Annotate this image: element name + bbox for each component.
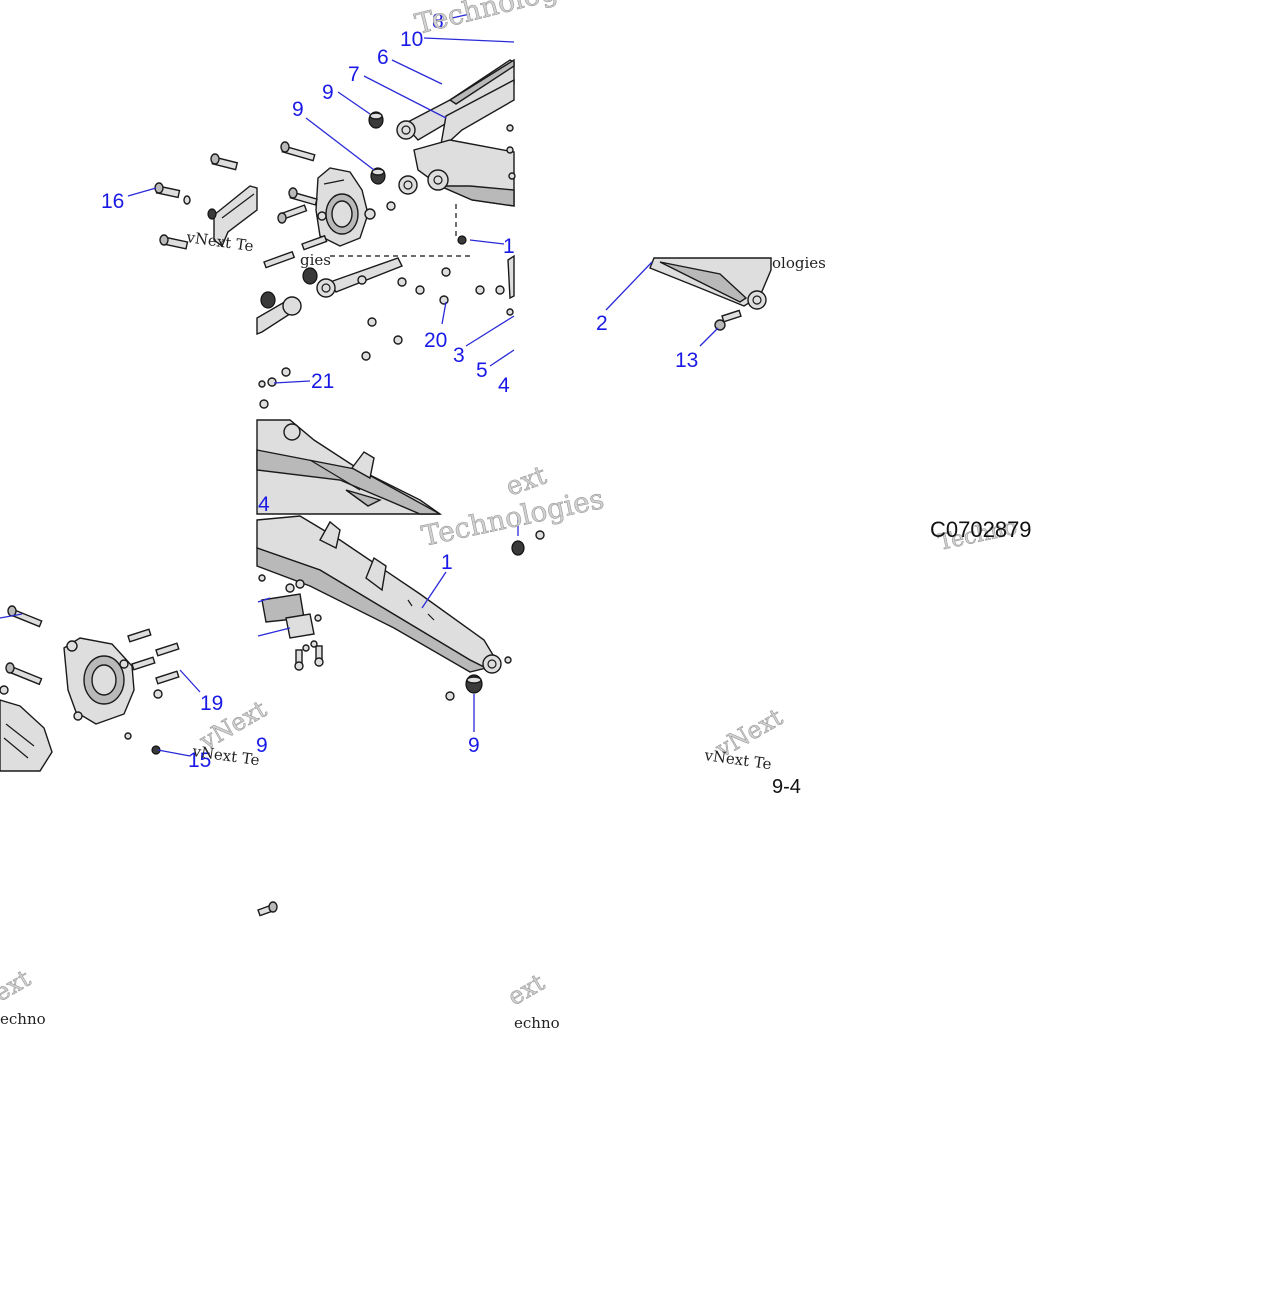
tile-center (256, 250, 515, 515)
bushing-9-bottom (445, 656, 512, 701)
stray-bolt (257, 901, 278, 917)
short-bolts (124, 628, 180, 755)
callout-19: 19 (200, 692, 223, 715)
watermark-ext-bc: ext (503, 968, 550, 1011)
watermark-gies: gies (300, 251, 331, 269)
watermark-technologies-top: Technologies (412, 0, 600, 41)
page-reference: 9-4 (772, 776, 801, 798)
callout-7: 7 (348, 63, 360, 86)
callout-numbers: 8 10 6 7 9 9 16 1 20 3 5 4 21 2 13 4 1 1… (101, 10, 698, 772)
bolt-lower (159, 234, 189, 250)
bolt-13 (714, 309, 742, 331)
diagram-code: C0702879 (930, 517, 1032, 542)
callout-20: 20 (424, 329, 447, 352)
long-bolt-upper (7, 605, 43, 628)
small-bolts (258, 574, 324, 671)
long-bolt-lower (5, 662, 43, 686)
callout-21: 21 (311, 370, 334, 393)
callout-4-left: 4 (258, 493, 270, 516)
toe-link (316, 257, 403, 298)
skid-block (261, 579, 322, 639)
tile-top-center (277, 58, 516, 257)
callout-13: 13 (675, 349, 698, 372)
upper-control-arm (396, 58, 515, 152)
callout-1-arm: 1 (441, 551, 453, 574)
callout-9-bottom: 9 (468, 734, 480, 757)
tile-bottom-left (0, 605, 180, 772)
watermark-vnext-topleft: vNext Te (184, 228, 254, 255)
bearing-carrier (315, 167, 376, 247)
callout-16: 16 (101, 190, 124, 213)
callout-2: 2 (596, 312, 608, 335)
tile-bottom-center (256, 515, 512, 701)
watermark-vnext-bottomright: vNext Te (702, 746, 772, 773)
bushing-9-lower (370, 167, 386, 185)
callout-10: 10 (400, 28, 423, 51)
callout-8: 8 (432, 10, 444, 33)
bolt-set-center (277, 141, 467, 251)
nut-field (258, 254, 515, 409)
callout-4-center: 4 (498, 374, 510, 397)
bushing-9-upper (368, 111, 384, 129)
bracket-edge (207, 185, 258, 248)
watermark-echno-bl: echno (0, 1010, 46, 1028)
trailing-arm (256, 515, 502, 674)
callout-9-upper: 9 (322, 81, 334, 104)
bushing-right (511, 530, 545, 556)
bolt-upper (210, 153, 239, 171)
callout-9-lower: 9 (292, 98, 304, 121)
callout-3: 3 (453, 344, 465, 367)
watermark-echno-bc: echno (514, 1014, 560, 1032)
callout-5: 5 (476, 359, 488, 382)
callout-15: 15 (188, 749, 211, 772)
watermark-ologies: ologies (772, 254, 826, 272)
knuckle (63, 637, 135, 725)
cage-plate (0, 685, 53, 772)
lower-link-left (256, 250, 318, 336)
frame-bracket (398, 124, 516, 207)
trailing-arm-upper (256, 419, 443, 515)
watermark-ext-bl: ext (0, 964, 36, 1007)
callout-6: 6 (377, 46, 389, 69)
trailing-arm-end (649, 257, 772, 310)
callout-1-top: 1 (503, 235, 515, 258)
leader-lines (0, 13, 719, 757)
callout-9-left: 9 (256, 734, 268, 757)
bolt-16 (154, 182, 191, 205)
tile-right (511, 257, 772, 556)
tile-top-left (154, 153, 258, 250)
